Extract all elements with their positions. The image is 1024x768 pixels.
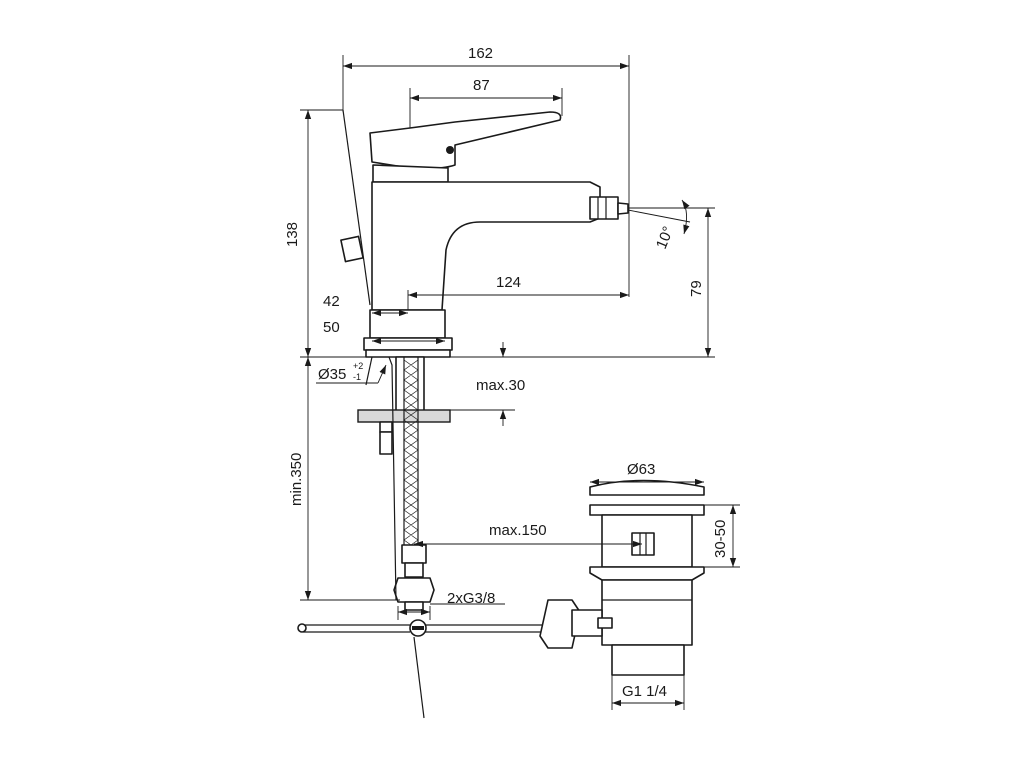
connector-thread: [404, 601, 424, 611]
dim-total-height: 138: [284, 222, 301, 247]
connector-nut: [393, 577, 435, 603]
dim-pull-rod-offset: 42: [323, 293, 340, 310]
dimension-labels: 162 87 138 79 10° 124 42 50 Ø35 +2 -1 ma…: [284, 45, 729, 700]
pull-rod: [342, 109, 371, 306]
mixer-body: [340, 109, 629, 358]
dim-lever-offset: 87: [473, 77, 490, 94]
dim-overall-length: 162: [468, 45, 493, 62]
dim-hose-length: min.350: [288, 453, 305, 506]
dim-waste-thread: G1 1/4: [622, 683, 667, 700]
threaded-shank: [395, 356, 425, 418]
waste-plug-cap: [589, 479, 705, 496]
pivot-nut: [539, 599, 581, 649]
lever-screw: [446, 146, 454, 154]
pull-rod-end: [297, 623, 307, 633]
pull-cable: [388, 356, 397, 601]
dimension-lines: [300, 55, 740, 710]
dim-hole-tol-minus: -1: [353, 372, 361, 382]
dim-hole-tol-plus: +2: [353, 361, 363, 371]
fixing-nut: [379, 421, 393, 433]
mixer-lever: [369, 111, 562, 170]
pull-rod-knob: [340, 235, 364, 263]
dim-hole-diameter: Ø35: [318, 366, 346, 383]
dim-connection: 2xG3/8: [447, 590, 495, 607]
dim-waste-head: Ø63: [627, 461, 655, 478]
pop-up-waste: [539, 479, 705, 676]
spray-nozzle: [589, 196, 619, 220]
mixer-spout: [371, 181, 601, 311]
nozzle-tip: [617, 202, 629, 215]
dim-waste-length: 30-50: [712, 520, 729, 558]
dim-spray-angle: 10°: [653, 224, 677, 251]
mixer-base: [369, 309, 446, 339]
dim-spout-height: 79: [688, 280, 705, 297]
clevis-strap: [413, 636, 425, 719]
hose-sleeve: [404, 562, 424, 578]
pivot-seal: [597, 617, 613, 629]
fixing-bolt: [379, 431, 393, 455]
under-deck-assembly: [297, 356, 715, 719]
waste-backnut: [589, 566, 705, 581]
pull-rod-lower: [365, 356, 373, 386]
hose-ferrule: [401, 544, 427, 564]
waste-outlet: [611, 644, 685, 676]
braided-hose: [403, 357, 419, 551]
base-plate: [363, 337, 453, 351]
waste-flange: [589, 504, 705, 516]
lever-collar: [372, 164, 449, 183]
dim-spout-reach: 124: [496, 274, 521, 291]
dim-deck-thickness: max.30: [476, 377, 525, 394]
waste-tail: [601, 579, 693, 646]
base-gasket: [365, 349, 451, 358]
dim-rod-reach: max.150: [489, 522, 547, 539]
dim-base-width: 50: [323, 319, 340, 336]
